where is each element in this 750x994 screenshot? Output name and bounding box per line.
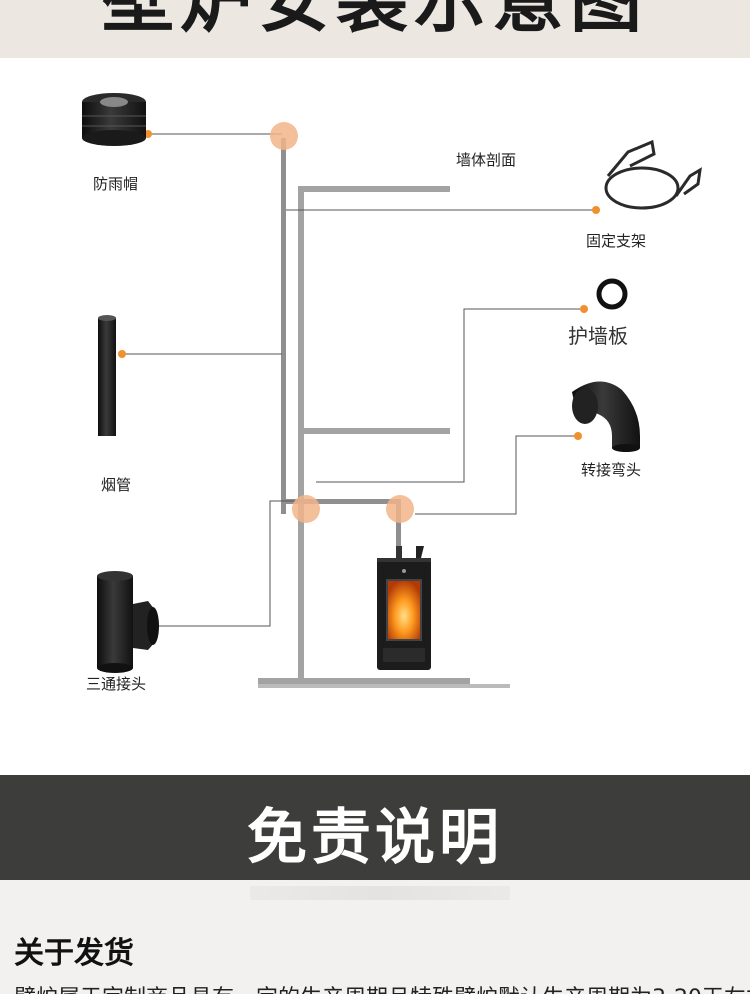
label-bracket: 固定支架 <box>586 232 647 250</box>
pipe-joints <box>270 122 414 523</box>
label-wall-section: 墙体剖面 <box>456 151 517 169</box>
section-body: 壁炉属于定制商品具有一定的生产周期且特殊壁炉默认生产周期为3-20天左右,且 <box>14 980 750 994</box>
wall-bracket-icon <box>604 139 702 210</box>
label-wall-plate: 护墙板 <box>568 324 628 348</box>
wall-plate-icon <box>596 278 628 310</box>
tee-connector-icon <box>97 571 159 673</box>
elbow-icon <box>572 381 640 452</box>
wall-section <box>258 186 510 688</box>
installation-diagram: 防雨帽 墙体剖面 固定支架 护墙板 烟管 转接弯头 三通接头 <box>0 58 750 775</box>
page-title: 壁炉安装示意图 <box>101 0 648 42</box>
label-tee: 三通接头 <box>86 675 147 693</box>
label-elbow: 转接弯头 <box>581 461 642 479</box>
chimney-pipe <box>281 138 401 556</box>
label-pipe: 烟管 <box>101 476 132 494</box>
rain-cap-icon <box>82 93 146 146</box>
notice-section: 关于发货 壁炉属于定制商品具有一定的生产周期且特殊壁炉默认生产周期为3-20天左… <box>0 880 750 994</box>
faded-strip <box>250 886 510 900</box>
leader-lines <box>122 133 596 627</box>
section-title: 关于发货 <box>14 936 134 971</box>
diagram-canvas <box>82 93 702 688</box>
pipe-icon <box>98 315 116 436</box>
callout-dots <box>118 130 600 630</box>
disclaimer-banner: 免责说明 <box>0 775 750 880</box>
label-rain-cap: 防雨帽 <box>93 175 139 193</box>
stove-icon <box>377 546 431 670</box>
top-title-banner: 壁炉安装示意图 <box>0 0 750 58</box>
disclaimer-heading: 免责说明 <box>247 803 503 873</box>
